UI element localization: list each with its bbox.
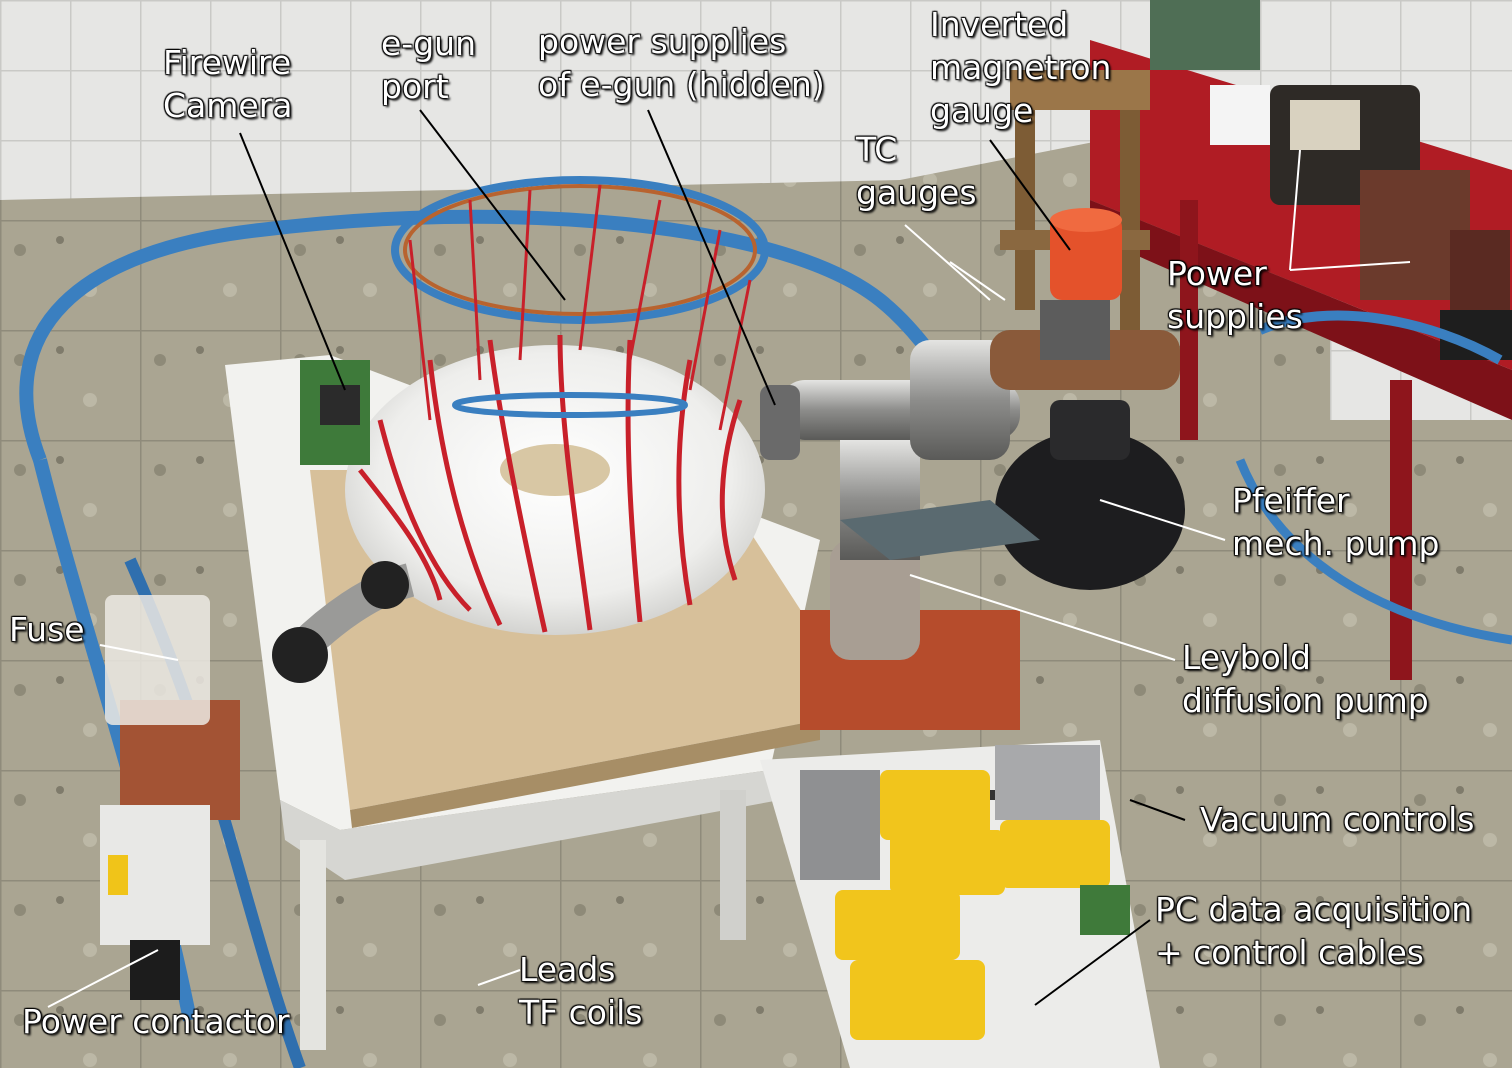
label-fuse: Fuse (9, 610, 85, 649)
vacuum-control-box (995, 745, 1100, 820)
daq-board (1080, 885, 1130, 935)
control-box-left (800, 770, 880, 880)
fuse-box (105, 595, 210, 725)
pump-assembly (800, 400, 1185, 730)
torus-vacuum-vessel (345, 334, 765, 635)
power-supply-units (1150, 0, 1512, 360)
label-power-contactor: Power contactor (22, 1002, 290, 1041)
multimeters (835, 770, 1110, 1040)
label-vacuum-controls: Vacuum controls (1200, 800, 1475, 839)
label-pc-data-acquisition: PC data acquisition+ control cables (1155, 890, 1473, 972)
